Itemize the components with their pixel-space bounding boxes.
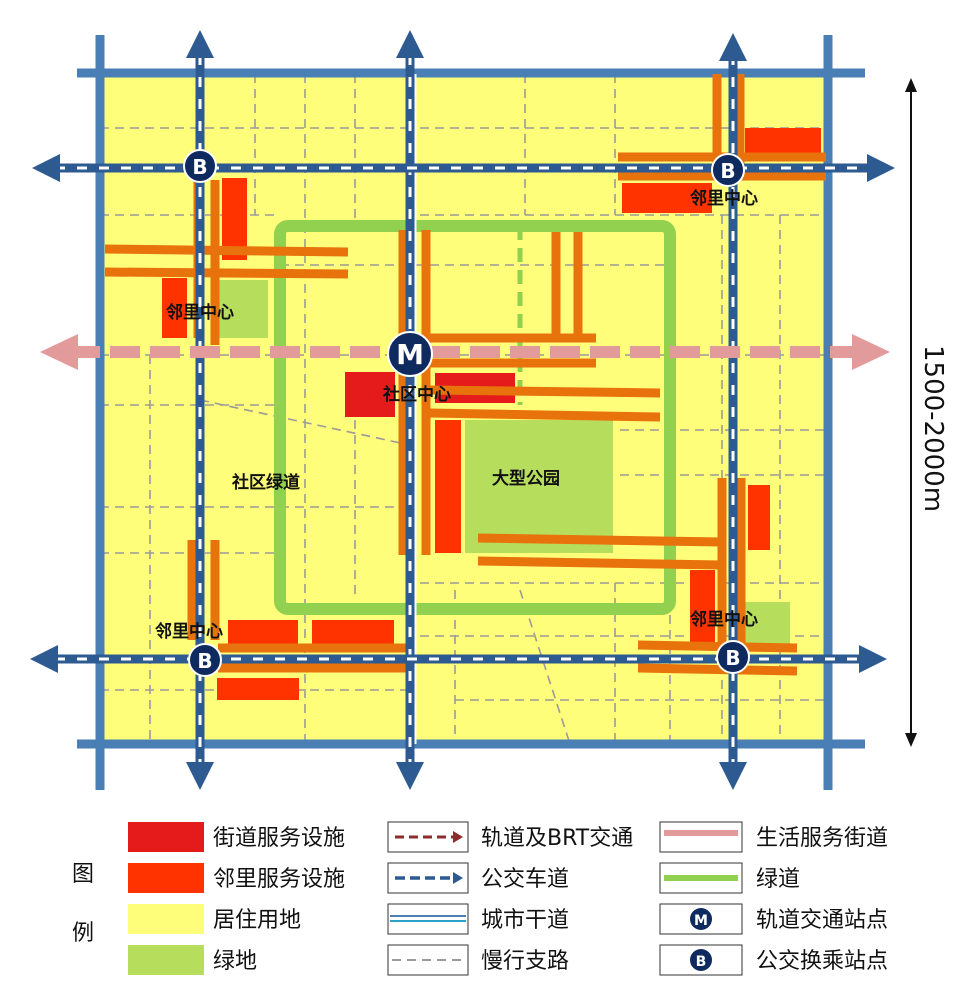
legend-rail-station-icon [690, 908, 712, 930]
legend-box-city-arterial [387, 903, 469, 935]
legend-label-slow-branch: 慢行支路 [481, 949, 569, 974]
label-neighborhood-center-ne: 邻里中心 [690, 188, 758, 209]
svg-text:B: B [720, 159, 735, 183]
scale-bar: 1500-2000m [905, 78, 948, 747]
community-greenway-ring [274, 220, 676, 615]
legend-box-life-service [659, 821, 743, 853]
legend-swatch-residential [128, 904, 204, 934]
green-land-patches [218, 280, 790, 644]
label-neighborhood-center-se: 邻里中心 [690, 609, 758, 630]
legend-label-bus-lane: 公交车道 [481, 867, 569, 892]
rail-station: M [387, 331, 433, 377]
legend-label-greenway: 绿道 [756, 867, 800, 892]
label-large-park: 大型公园 [492, 468, 560, 489]
bus-lane-arrowheads [30, 30, 895, 790]
svg-text:B: B [696, 954, 707, 970]
legend-label-life-service: 生活服务街道 [756, 826, 888, 851]
svg-text:B: B [192, 155, 207, 179]
scale-text: 1500-2000m [918, 345, 948, 512]
label-neighborhood-center-nw: 邻里中心 [166, 302, 234, 323]
neighborhood-service-blocks [162, 128, 821, 700]
label-community-greenway: 社区绿道 [231, 472, 300, 493]
legend-label-city-arterial: 城市干道 [481, 908, 569, 933]
svg-text:M: M [396, 338, 424, 371]
bus-transfer-station-sw: B [188, 643, 222, 677]
bus-transfer-station-ne: B [711, 153, 745, 187]
legend-swatch-neighborhood-service [128, 863, 204, 893]
bus-transfer-station-nw: B [183, 149, 217, 183]
legend-title-bottom: 例 [72, 921, 94, 946]
legend-title-top: 图 [72, 862, 94, 887]
label-community-center: 社区中心 [382, 384, 451, 405]
legend-label-green-land: 绿地 [213, 949, 257, 974]
life-service-street [40, 334, 890, 370]
legend-label-residential: 居住用地 [213, 908, 301, 933]
bus-transfer-station-se: B [716, 640, 750, 674]
legend-swatch-green-land [128, 945, 204, 975]
legend-label-street-service: 街道服务设施 [213, 826, 345, 851]
legend-label-rail-station: 轨道交通站点 [756, 908, 888, 933]
svg-text:B: B [197, 649, 212, 673]
legend-label-rail-brt: 轨道及BRT交通 [481, 826, 633, 851]
legend-label-neighborhood-service: 邻里服务设施 [213, 867, 345, 892]
legend-bus-station-icon [690, 949, 712, 971]
legend: 图 例 街道服务设施 邻里服务设施 居住用地 绿地 轨道及BRT交通 公交车道 … [72, 821, 888, 976]
svg-text:M: M [694, 913, 708, 929]
legend-swatch-street-service [128, 822, 204, 852]
svg-text:B: B [725, 646, 740, 670]
legend-label-bus-transfer: 公交换乘站点 [756, 949, 888, 974]
label-neighborhood-center-sw: 邻里中心 [155, 621, 223, 642]
